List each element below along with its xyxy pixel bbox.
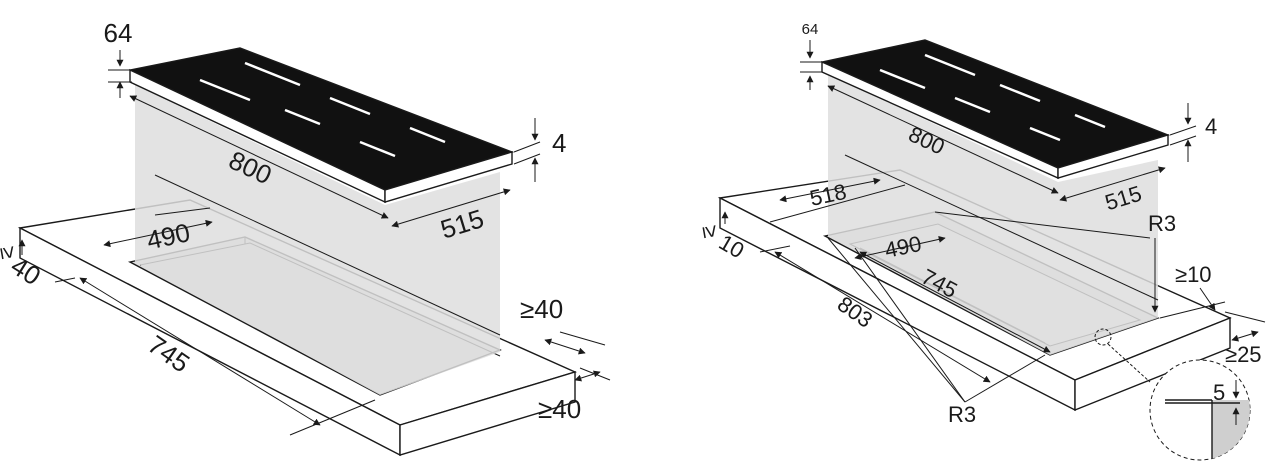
- left-label-64: 64: [104, 18, 133, 48]
- left-diagram: 64 4 800 515 490 745 40 ≥ ≥40: [0, 18, 611, 457]
- right-label-rear-10: ≥10: [1175, 262, 1212, 287]
- svg-text:≥: ≥: [0, 244, 22, 260]
- left-label-rear-40: ≥40: [520, 294, 563, 324]
- right-label-r3-bottom: R3: [948, 402, 976, 427]
- right-label-detail-5: 5: [1213, 380, 1225, 405]
- svg-text:≥: ≥: [697, 223, 724, 239]
- right-label-4: 4: [1205, 114, 1217, 139]
- right-label-64: 64: [802, 21, 819, 38]
- left-label-4: 4: [552, 128, 566, 158]
- left-label-side-40: ≥40: [538, 394, 581, 424]
- right-label-side-25: ≥25: [1225, 342, 1262, 367]
- right-label-r3-top: R3: [1148, 211, 1176, 236]
- right-diagram: 64 4 800 515 518 10 ≥ 490 745 803: [697, 21, 1266, 461]
